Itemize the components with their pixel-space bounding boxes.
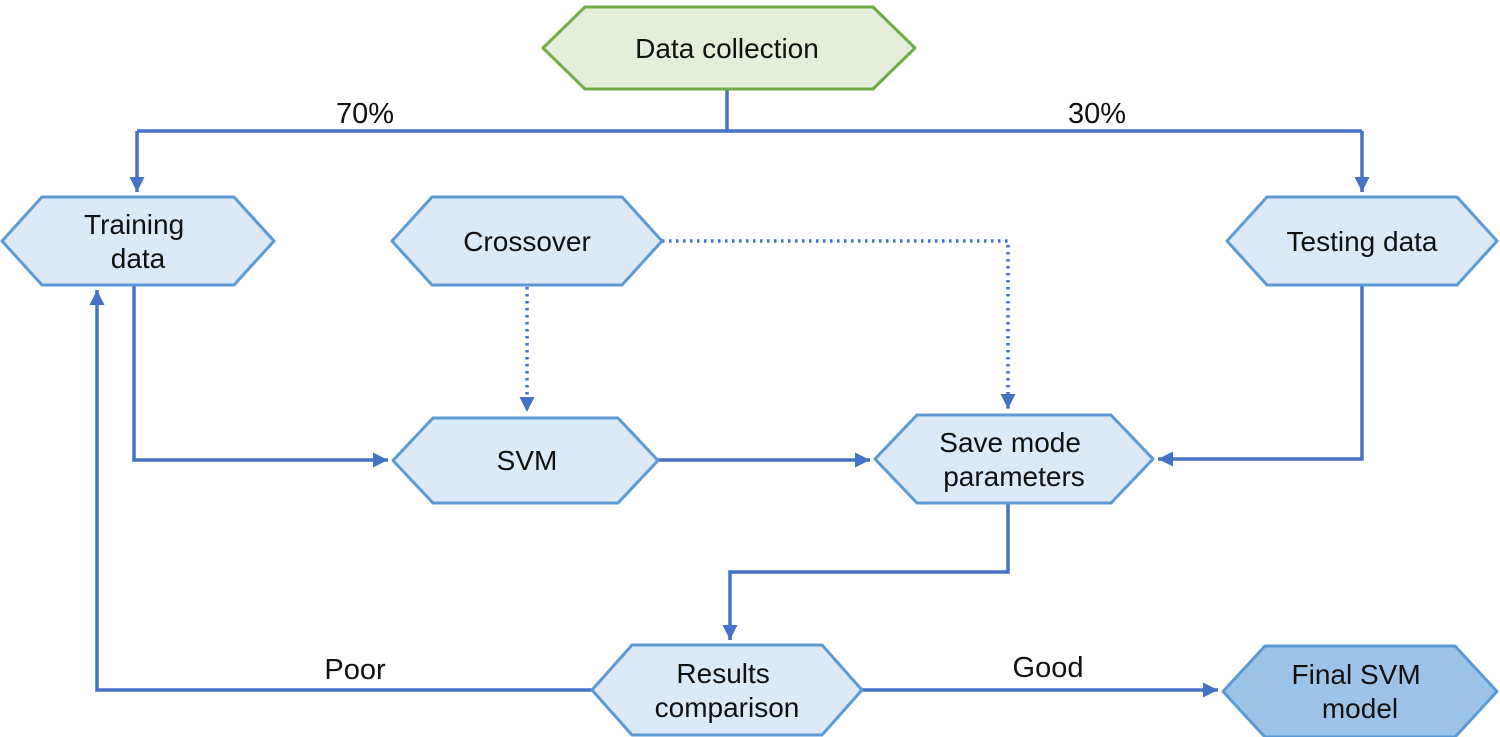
training-data-label: Training data (84, 209, 192, 274)
data-collection-label: Data collection (635, 33, 819, 64)
crossover-label: Crossover (463, 226, 591, 257)
crossover-hexagon (390, 195, 664, 287)
node-testing-data: Testing data (1225, 195, 1499, 287)
edge-crossover-to-save-dotted (662, 239, 1016, 409)
edge-save-to-results (722, 503, 1010, 640)
testing-data-label: Testing data (1287, 226, 1438, 257)
data-collection-hexagon (541, 5, 917, 91)
node-data-collection: Data collection (541, 5, 917, 91)
final-svm-model-hexagon (1221, 644, 1499, 737)
save-mode-parameters-hexagon (873, 413, 1155, 505)
nodes: Data collection Training data Crossover (0, 5, 1499, 737)
edge-label-good: Good (1013, 652, 1084, 684)
edge-labels: 70% 30% Poor Good (324, 98, 1126, 686)
node-svm: SVM (391, 416, 660, 505)
edge-results-to-training-poor (89, 290, 592, 692)
svm-label: SVM (497, 445, 558, 476)
edge-training-to-svm (132, 285, 388, 468)
svm-hexagon (391, 416, 660, 505)
training-data-hexagon (0, 195, 276, 287)
edges (89, 89, 1370, 698)
results-comparison-hexagon (590, 643, 864, 737)
node-results-comparison: Results comparison (590, 643, 864, 737)
node-crossover: Crossover (390, 195, 664, 287)
final-svm-model-label: Final SVM model (1292, 659, 1429, 724)
node-save-mode-parameters: Save mode parameters (873, 413, 1155, 505)
edge-label-poor: Poor (324, 654, 386, 686)
node-training-data: Training data (0, 195, 276, 287)
edge-label-30-percent: 30% (1068, 98, 1126, 130)
save-mode-parameters-label: Save mode parameters (939, 427, 1088, 492)
results-comparison-label: Results comparison (655, 658, 800, 723)
edge-label-70-percent: 70% (336, 98, 394, 130)
node-final-svm-model: Final SVM model (1221, 644, 1499, 737)
testing-data-hexagon (1225, 195, 1499, 287)
edge-testing-to-save (1158, 285, 1364, 467)
